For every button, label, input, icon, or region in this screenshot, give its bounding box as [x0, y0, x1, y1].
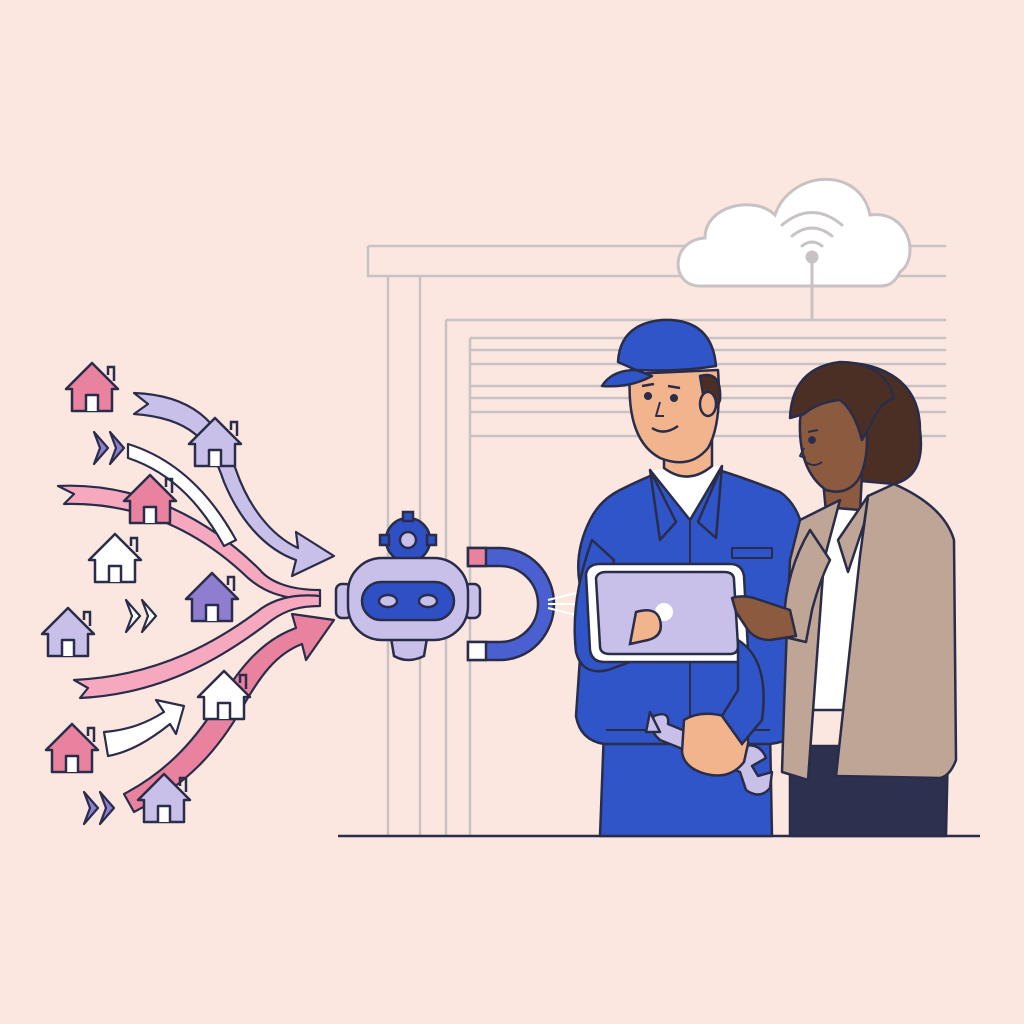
magnet-icon: [466, 546, 590, 662]
technician-hand: [628, 609, 662, 646]
arrow-icon: [102, 698, 186, 758]
woman-hand: [730, 595, 798, 642]
tablet-icon: [584, 562, 750, 664]
technician-arm-lower: [720, 637, 765, 747]
arrow-icon: [126, 442, 238, 548]
woman-hair-front: [788, 360, 896, 442]
gear-icon: [378, 510, 438, 570]
robot-icon: [334, 510, 482, 662]
arrow-icon: [72, 594, 322, 700]
technician-face: [628, 368, 721, 464]
cap: [616, 318, 718, 372]
woman: [730, 360, 958, 838]
cloud-icon: [676, 177, 912, 320]
